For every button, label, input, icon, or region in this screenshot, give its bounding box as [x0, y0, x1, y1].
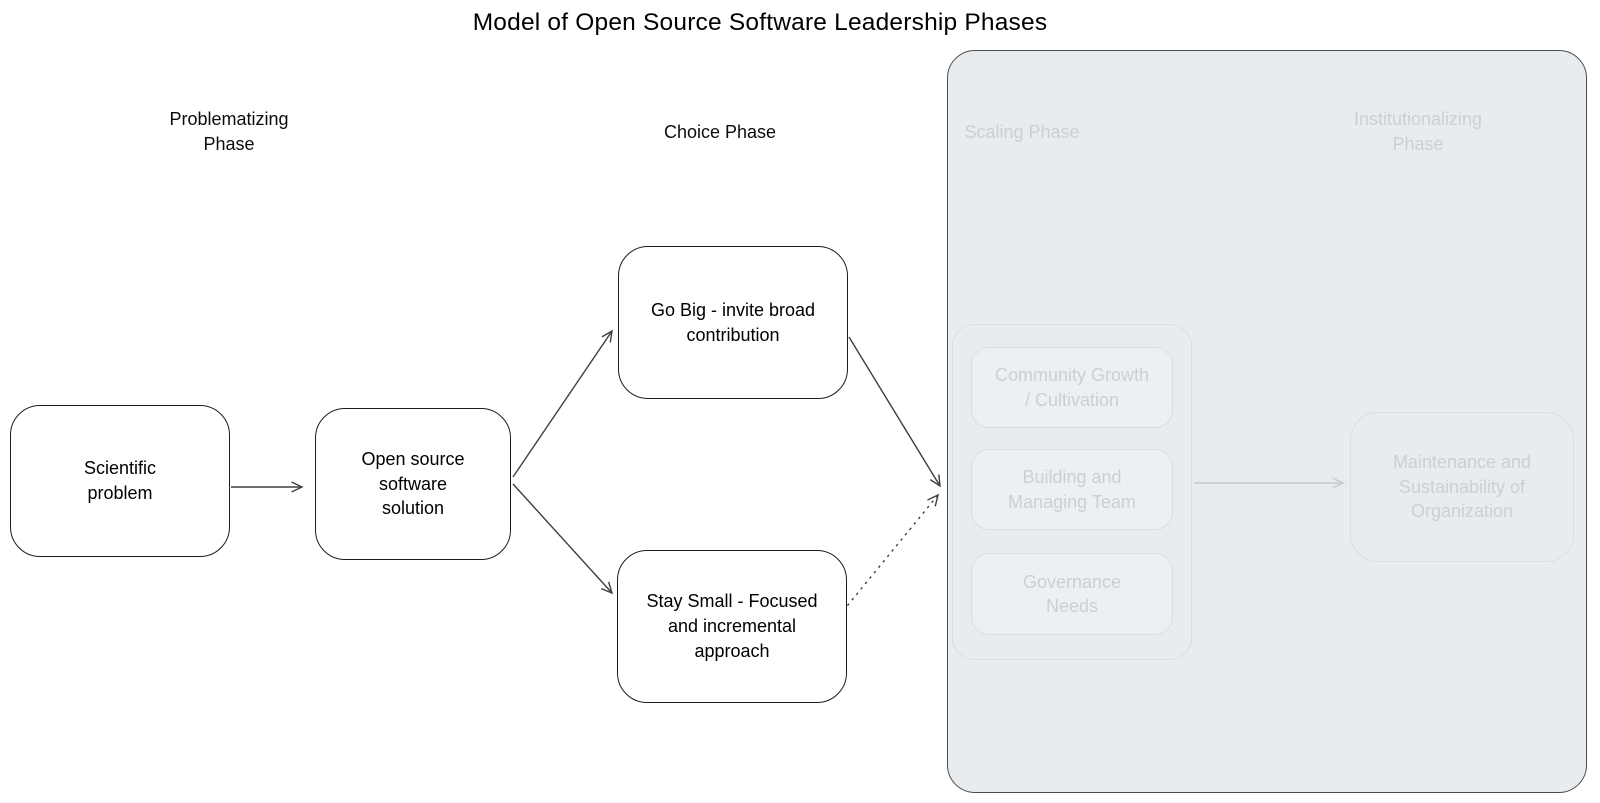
- edge-stay-small-to-scaling-dotted: [842, 493, 940, 612]
- edge-oss-to-go-big: [512, 329, 613, 478]
- diagram-title: Model of Open Source Software Leadership…: [472, 9, 1048, 36]
- edge-go-big-to-scaling: [848, 336, 941, 488]
- node-go-big: Go Big - invite broad contribution: [618, 246, 848, 399]
- node-community-growth: Community Growth / Cultivation: [971, 347, 1173, 428]
- scaling-team-group: [952, 324, 1192, 660]
- phase-label-scaling: Scaling Phase: [964, 122, 1080, 142]
- edge-oss-to-stay-small: [512, 483, 614, 595]
- phase-label-institutionalizing: Institutionalizing Phase: [1353, 109, 1483, 154]
- node-governance-needs: Governance Needs: [971, 553, 1173, 635]
- node-oss-solution: Open source software solution: [315, 408, 511, 560]
- node-building-managing-team: Building and Managing Team: [971, 449, 1173, 530]
- node-stay-small: Stay Small - Focused and incremental app…: [617, 550, 847, 703]
- node-scientific-problem: Scientific problem: [10, 405, 230, 557]
- phase-label-choice: Choice Phase: [663, 122, 777, 142]
- phase-label-problematizing: Problematizing Phase: [169, 109, 289, 154]
- node-maintenance-sustainability: Maintenance and Sustainability of Organi…: [1350, 412, 1574, 562]
